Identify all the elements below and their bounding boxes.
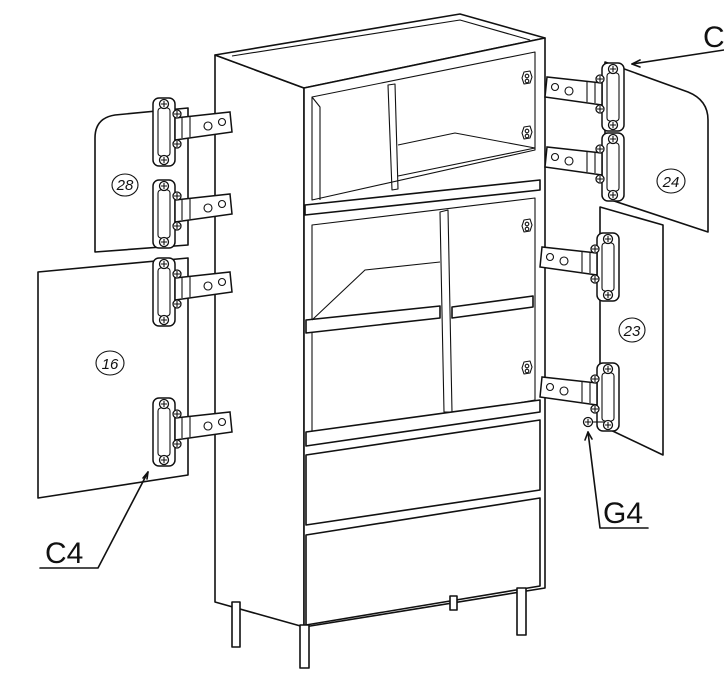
- hinge-right-4: [540, 363, 619, 431]
- screw-g4: [582, 416, 604, 428]
- label-c4: C4: [45, 537, 83, 570]
- door-number-24: 24: [662, 174, 680, 191]
- drawer-lower: [305, 497, 541, 626]
- callout-c: C: [631, 21, 724, 68]
- door-number-16: 16: [102, 356, 119, 373]
- middle-rail: [304, 179, 541, 216]
- door-number-23: 23: [623, 323, 641, 340]
- cabinet: [214, 13, 546, 669]
- callout-c4: C4: [39, 471, 149, 570]
- label-g4: G4: [603, 497, 643, 530]
- hinge-right-1: [545, 63, 624, 131]
- door-number-28: 28: [116, 177, 134, 194]
- door-top-right: 24: [604, 61, 709, 233]
- callout-g4: G4: [584, 431, 649, 530]
- leg: [516, 587, 527, 636]
- hinge-right-3: [540, 233, 619, 301]
- leg: [231, 601, 241, 648]
- drawer-upper: [305, 419, 541, 526]
- leg: [299, 624, 310, 669]
- label-c: C: [703, 21, 724, 54]
- cabinet-left-side: [214, 54, 305, 628]
- hinge-right-2: [545, 133, 624, 201]
- leg: [449, 595, 458, 611]
- door-bottom-left: 16: [37, 257, 189, 499]
